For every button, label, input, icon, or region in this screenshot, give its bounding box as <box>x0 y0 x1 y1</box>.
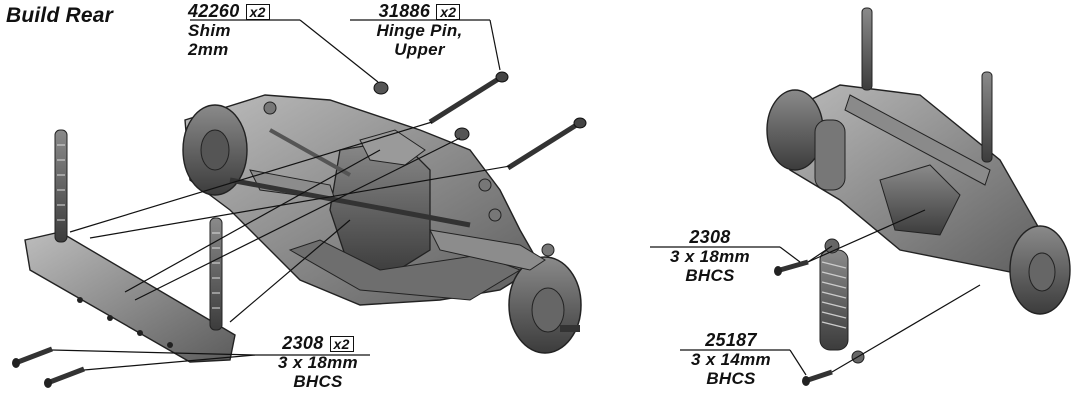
left-hardware <box>12 71 587 388</box>
screw-left-part-number: 2308 <box>282 333 324 353</box>
shim-name: Shim <box>188 21 231 40</box>
hinge-pin-name: Hinge Pin, <box>376 21 463 40</box>
screw-right-upper-part-number: 2308 <box>689 227 731 247</box>
shim-part-number: 42260 <box>188 1 240 21</box>
right-leader-lines <box>650 209 981 376</box>
rear-body-mount <box>24 129 236 363</box>
hinge-pin-callout: 31886 x2 Hinge Pin, Upper <box>352 1 487 60</box>
right-chassis-assembly <box>766 7 1071 315</box>
screw-right-upper-size: 3 x 18mm <box>670 247 750 266</box>
hinge-pin-position: Upper <box>394 40 445 59</box>
left-leader-lines <box>51 19 511 371</box>
screw-right-lower-callout: 25187 3 x 14mm BHCS <box>676 330 786 389</box>
shim-quantity-badge: x2 <box>245 4 270 20</box>
right-hardware <box>774 259 833 386</box>
screw-right-upper-callout: 2308 3 x 18mm BHCS <box>650 227 770 286</box>
screw-right-lower-size: 3 x 14mm <box>691 350 771 369</box>
screw-left-size: 3 x 18mm <box>278 353 358 372</box>
screw-left-type: BHCS <box>293 372 343 391</box>
left-chassis-assembly <box>182 94 582 354</box>
hinge-pin-part-number: 31886 <box>378 1 431 21</box>
screw-right-lower-part-number: 25187 <box>705 330 757 350</box>
shim-callout: 42260 x2 Shim 2mm <box>188 2 270 59</box>
screw-right-lower-type: BHCS <box>706 369 756 388</box>
screw-right-upper-type: BHCS <box>685 266 735 285</box>
screw-left-quantity-badge: x2 <box>329 336 354 352</box>
hinge-pin-quantity-badge: x2 <box>436 4 461 20</box>
loose-shock <box>819 238 865 364</box>
page-title: Build Rear <box>6 4 114 27</box>
screw-left-callout: 2308 x2 3 x 18mm BHCS <box>262 333 374 392</box>
shim-size: 2mm <box>188 40 229 59</box>
